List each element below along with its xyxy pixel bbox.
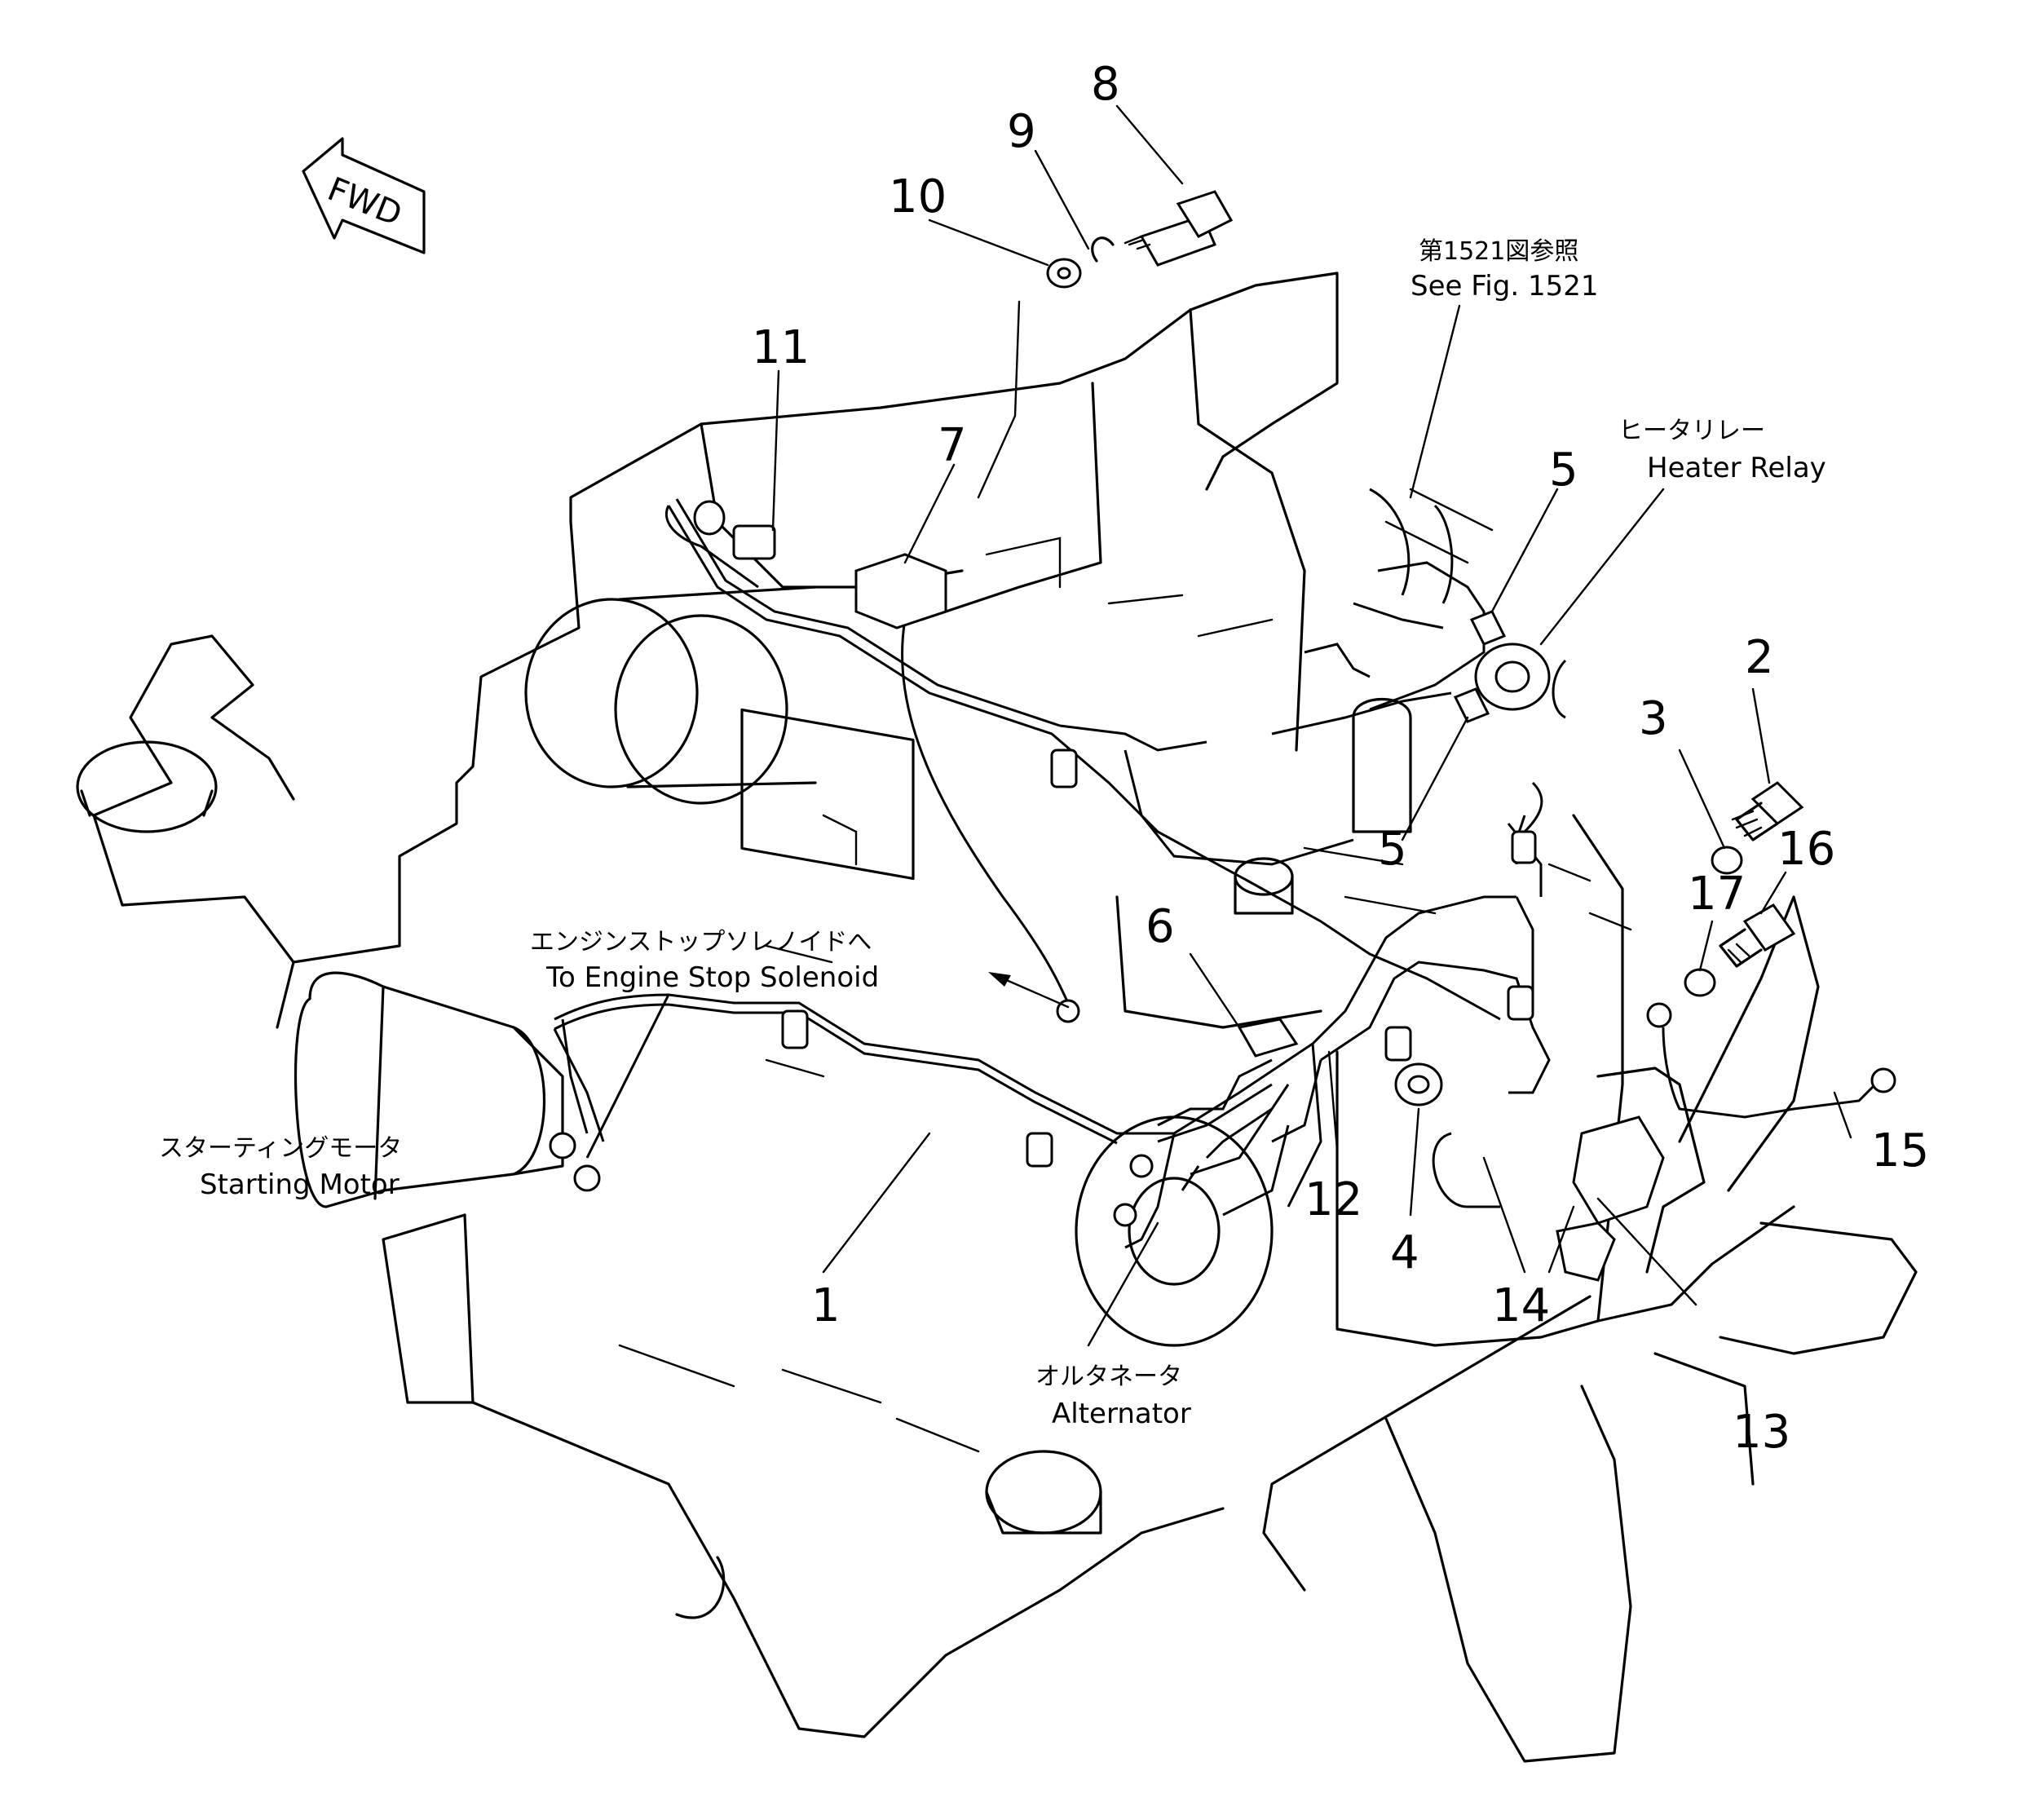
callout-3: 3 — [1639, 692, 1668, 745]
see-fig-label-en: See Fig. 1521 — [1410, 270, 1598, 303]
components — [549, 190, 1896, 1282]
callout-17: 17 — [1688, 868, 1746, 921]
alternator-label-en: Alternator — [1052, 1398, 1191, 1430]
callout-14: 14 — [1492, 1279, 1550, 1332]
terminal-icon — [1056, 999, 1080, 1023]
washer-17-icon — [1684, 968, 1716, 997]
terminal-icon — [1113, 1203, 1137, 1227]
clamp-icon — [1511, 830, 1537, 864]
alternator-label-jp: オルタネータ — [1035, 1363, 1182, 1391]
callout-16: 16 — [1777, 823, 1835, 876]
starting-motor-label-en: Starting Motor — [200, 1168, 400, 1201]
clamp-icon — [1026, 1132, 1053, 1168]
terminal-icon — [549, 1132, 576, 1159]
callout-5-bottom: 5 — [1378, 823, 1407, 876]
washer-3-icon — [1711, 846, 1743, 875]
callout-6: 6 — [1146, 900, 1175, 953]
engine-outline — [76, 272, 1918, 1763]
callout-10: 10 — [889, 170, 947, 223]
heater-relay-label-en: Heater Relay — [1647, 452, 1826, 484]
switch-4-icon — [1394, 1062, 1443, 1106]
bolt-8-icon — [1124, 190, 1234, 267]
fwd-arrow-icon: FWD — [302, 137, 426, 254]
cap-5a-icon — [1469, 610, 1507, 646]
stop-solenoid-label-jp: エンジンストップソレノイドへ — [530, 928, 872, 956]
callout-numbers: 1 2 3 4 5 5 6 7 8 9 10 11 12 13 14 15 16… — [752, 58, 1929, 1459]
terminal-icon — [573, 1164, 601, 1192]
clamp-icon — [1384, 1026, 1412, 1062]
clamp-icon — [1507, 985, 1534, 1021]
callout-2: 2 — [1745, 631, 1774, 684]
callout-4: 4 — [1390, 1226, 1419, 1279]
connector-11-icon — [732, 524, 776, 560]
starting-motor-label-jp: スターティングモータ — [159, 1134, 402, 1163]
bolt-16-icon — [1719, 903, 1796, 968]
clamp-icon — [1050, 749, 1078, 788]
heater-relay-label-jp: ヒータリレー — [1618, 417, 1765, 445]
sensor-13-icon — [1556, 1115, 1665, 1282]
callout-12: 12 — [1305, 1173, 1362, 1226]
lock-washer-9-icon — [1091, 236, 1115, 263]
heater-relay-icon — [1474, 643, 1551, 711]
sender-6-icon — [1237, 1018, 1299, 1058]
callout-13: 13 — [1733, 1406, 1790, 1459]
callout-15: 15 — [1871, 1124, 1929, 1177]
stop-solenoid-label-en: To Engine Stop Solenoid — [545, 961, 879, 994]
leader-lines — [771, 104, 1852, 1347]
fwd-label: FWD — [322, 170, 407, 234]
cable-ring-15-icon — [1870, 1067, 1896, 1093]
relay-7-icon — [854, 553, 947, 629]
bolt-2-icon — [1731, 781, 1804, 841]
callout-11: 11 — [752, 321, 810, 374]
clamp-icon — [781, 1009, 809, 1049]
wiring-harness — [553, 488, 1885, 1249]
see-fig-label-jp: 第1521図参照 — [1419, 237, 1578, 266]
callout-9: 9 — [1007, 105, 1036, 158]
cap-5b-icon — [1453, 687, 1490, 723]
callout-5-top: 5 — [1549, 444, 1578, 497]
callout-7: 7 — [938, 419, 967, 472]
callout-1: 1 — [811, 1279, 841, 1332]
callout-8: 8 — [1091, 58, 1120, 111]
terminal-icon — [1129, 1154, 1154, 1178]
text-labels: 第1521図参照 See Fig. 1521 ヒータリレー Heater Rel… — [159, 237, 1826, 1430]
